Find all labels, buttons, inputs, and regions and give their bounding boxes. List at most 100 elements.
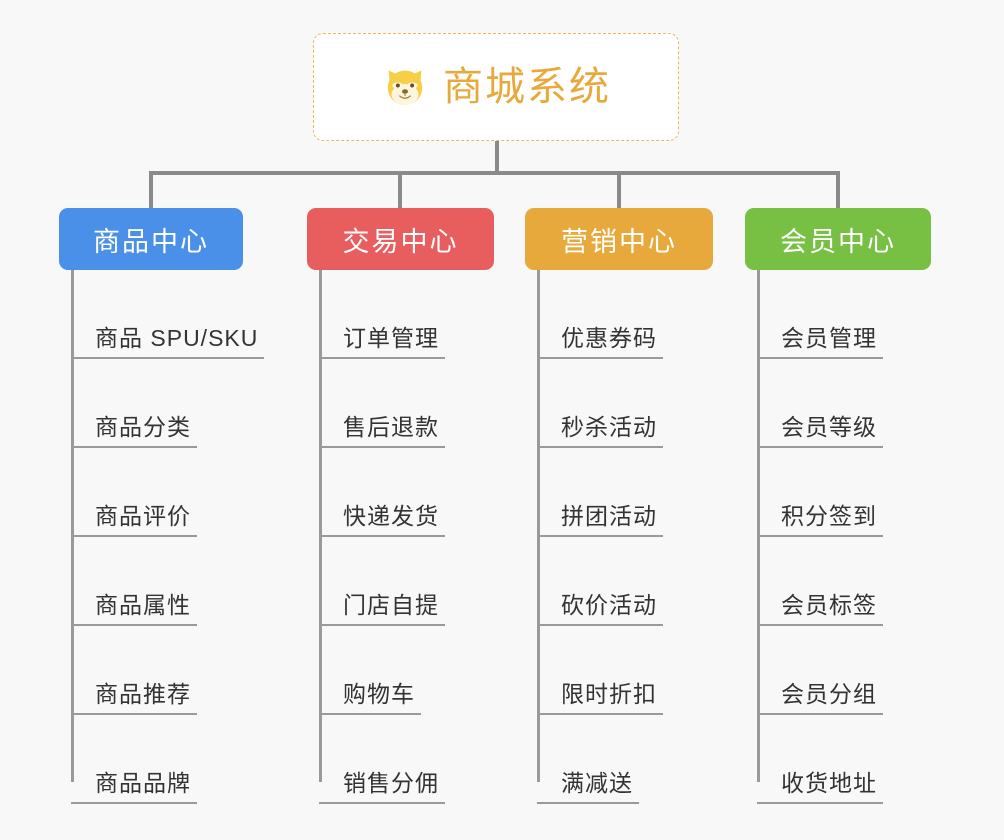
root-title: 商城系统 <box>443 65 611 109</box>
leaf-item[interactable]: 会员分组 <box>757 626 931 715</box>
connector-drop-3 <box>617 171 621 209</box>
leaf-item-label: 会员等级 <box>781 414 877 440</box>
connector-horizontal-bus <box>151 171 839 175</box>
branch-trunk-line <box>757 270 760 782</box>
leaf-item[interactable]: 积分签到 <box>757 448 931 537</box>
leaf-item[interactable]: 限时折扣 <box>537 626 713 715</box>
leaf-item[interactable]: 优惠券码 <box>537 270 713 359</box>
leaf-item[interactable]: 订单管理 <box>319 270 494 359</box>
leaf-item[interactable]: 购物车 <box>319 626 494 715</box>
leaf-item-label: 购物车 <box>343 681 415 707</box>
leaf-item[interactable]: 商品品牌 <box>71 715 243 804</box>
category-header-label: 商品中心 <box>93 226 209 257</box>
leaf-item-label: 商品评价 <box>95 503 191 529</box>
leaf-underline <box>757 713 883 715</box>
leaf-item-label: 门店自提 <box>343 592 439 618</box>
leaf-item[interactable]: 商品评价 <box>71 448 243 537</box>
leaf-underline <box>319 357 445 359</box>
leaf-underline <box>537 357 663 359</box>
leaf-item[interactable]: 会员等级 <box>757 359 931 448</box>
leaf-item[interactable]: 砍价活动 <box>537 537 713 626</box>
leaf-item-label: 满减送 <box>561 770 633 796</box>
category-column: 商品中心商品 SPU/SKU 商品分类商品评价商品属性商品推荐商品品牌 <box>59 208 264 804</box>
leaf-list: 会员管理会员等级积分签到会员标签会员分组收货地址 <box>745 270 931 804</box>
leaf-item[interactable]: 商品推荐 <box>71 626 243 715</box>
leaf-underline <box>71 802 197 804</box>
leaf-item-label: 商品品牌 <box>95 770 191 796</box>
leaf-list: 订单管理售后退款快递发货门店自提购物车销售分佣 <box>307 270 494 804</box>
leaf-item-label: 会员分组 <box>781 681 877 707</box>
leaf-item[interactable]: 售后退款 <box>319 359 494 448</box>
category-header[interactable]: 会员中心 <box>745 208 931 270</box>
category-header-label: 交易中心 <box>342 226 459 257</box>
leaf-underline <box>319 446 445 448</box>
leaf-item-label: 优惠券码 <box>561 325 657 351</box>
category-header[interactable]: 交易中心 <box>307 208 494 270</box>
leaf-item[interactable]: 拼团活动 <box>537 448 713 537</box>
leaf-item-label: 积分签到 <box>781 503 877 529</box>
leaf-list: 商品 SPU/SKU 商品分类商品评价商品属性商品推荐商品品牌 <box>59 270 264 804</box>
leaf-item-label: 商品分类 <box>95 414 191 440</box>
category-header[interactable]: 商品中心 <box>59 208 243 270</box>
leaf-item[interactable]: 满减送 <box>537 715 713 804</box>
category-column: 交易中心订单管理售后退款快递发货门店自提购物车销售分佣 <box>307 208 494 804</box>
leaf-underline <box>71 446 197 448</box>
leaf-item[interactable]: 门店自提 <box>319 537 494 626</box>
leaf-underline <box>537 446 663 448</box>
leaf-item-label: 商品推荐 <box>95 681 191 707</box>
connector-drop-4 <box>836 171 840 209</box>
leaf-item[interactable]: 快递发货 <box>319 448 494 537</box>
leaf-item-label: 商品属性 <box>95 592 191 618</box>
shiba-dog-face-icon <box>381 63 429 111</box>
leaf-item-label: 秒杀活动 <box>561 414 657 440</box>
leaf-underline <box>319 802 445 804</box>
leaf-item-label: 售后退款 <box>343 414 439 440</box>
connector-root-stem <box>495 141 499 174</box>
leaf-item[interactable]: 商品分类 <box>71 359 243 448</box>
leaf-item[interactable]: 会员标签 <box>757 537 931 626</box>
branch-trunk-line <box>71 270 74 782</box>
category-column: 营销中心优惠券码秒杀活动拼团活动砍价活动限时折扣满减送 <box>525 208 713 804</box>
leaf-item[interactable]: 收货地址 <box>757 715 931 804</box>
leaf-underline <box>319 713 421 715</box>
root-node[interactable]: 商城系统 <box>313 33 679 141</box>
leaf-underline <box>537 713 663 715</box>
leaf-item-label: 商品 SPU/SKU <box>95 325 259 351</box>
branch-trunk-line <box>319 270 322 782</box>
leaf-underline <box>757 624 883 626</box>
leaf-underline <box>757 357 883 359</box>
leaf-item-label: 会员管理 <box>781 325 877 351</box>
leaf-underline <box>319 535 445 537</box>
category-header-label: 会员中心 <box>780 226 896 257</box>
leaf-item[interactable]: 秒杀活动 <box>537 359 713 448</box>
category-column: 会员中心会员管理会员等级积分签到会员标签会员分组收货地址 <box>745 208 931 804</box>
leaf-item-label: 砍价活动 <box>561 592 657 618</box>
leaf-underline <box>319 624 445 626</box>
leaf-item-label: 收货地址 <box>781 770 877 796</box>
leaf-item[interactable]: 商品 SPU/SKU <box>71 270 264 359</box>
leaf-item-label: 订单管理 <box>343 325 439 351</box>
connector-drop-2 <box>398 171 402 209</box>
category-header[interactable]: 营销中心 <box>525 208 713 270</box>
leaf-underline <box>757 802 883 804</box>
connector-drop-1 <box>149 171 153 209</box>
leaf-item[interactable]: 销售分佣 <box>319 715 494 804</box>
leaf-item-label: 销售分佣 <box>343 770 439 796</box>
leaf-underline <box>71 713 197 715</box>
leaf-underline <box>537 624 663 626</box>
leaf-underline <box>757 446 883 448</box>
leaf-item[interactable]: 商品属性 <box>71 537 243 626</box>
leaf-item[interactable]: 会员管理 <box>757 270 931 359</box>
leaf-item-label: 会员标签 <box>781 592 877 618</box>
leaf-underline <box>537 535 663 537</box>
leaf-underline <box>71 624 197 626</box>
category-header-label: 营销中心 <box>561 226 677 257</box>
leaf-item-label: 限时折扣 <box>561 681 657 707</box>
leaf-item-label: 拼团活动 <box>561 503 657 529</box>
leaf-list: 优惠券码秒杀活动拼团活动砍价活动限时折扣满减送 <box>525 270 713 804</box>
branch-trunk-line <box>537 270 540 782</box>
leaf-underline <box>71 535 197 537</box>
leaf-underline <box>537 802 639 804</box>
leaf-item-label: 快递发货 <box>343 503 439 529</box>
